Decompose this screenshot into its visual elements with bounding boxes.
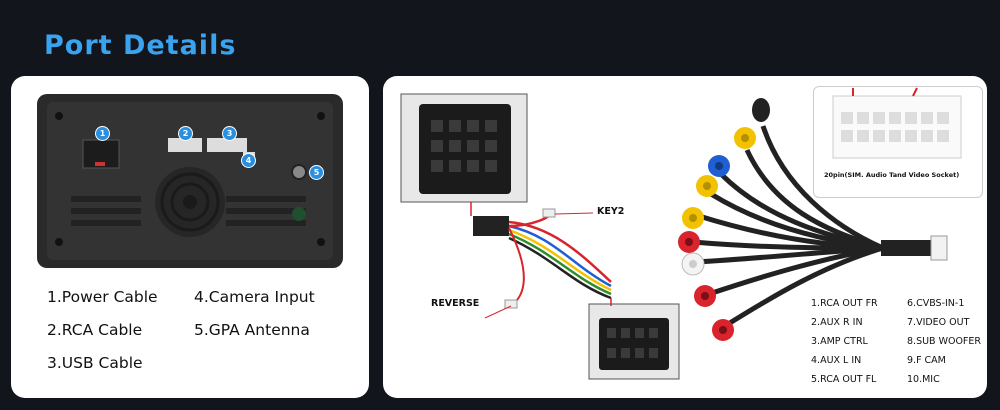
rca-legend-7: 7.VIDEO OUT bbox=[907, 317, 970, 328]
socket-photo-frame bbox=[813, 86, 983, 198]
rca-legend-4: 4.AUX L IN bbox=[811, 355, 862, 366]
legend-camera-input: 4.Camera Input bbox=[194, 288, 315, 306]
badge-5: 5 bbox=[309, 165, 324, 180]
label-reverse: REVERSE bbox=[431, 298, 480, 309]
legend-gpa-antenna: 5.GPA Antenna bbox=[194, 321, 310, 339]
socket-caption: 20pin(SIM. Audio Tand Video Socket) bbox=[824, 171, 960, 179]
rca-legend-1: 1.RCA OUT FR bbox=[811, 298, 878, 309]
badge-4: 4 bbox=[241, 153, 256, 168]
wiring-panel: 20pin(SIM. Audio Tand Video Socket) KEY2… bbox=[383, 76, 987, 398]
rca-legend-10: 10.MIC bbox=[907, 374, 940, 385]
page-title: Port Details bbox=[44, 30, 237, 61]
badge-3: 3 bbox=[222, 126, 237, 141]
legend-power-cable: 1.Power Cable bbox=[47, 288, 158, 306]
badge-2: 2 bbox=[178, 126, 193, 141]
rca-legend-8: 8.SUB WOOFER bbox=[907, 336, 982, 347]
wiring-harness-illustration bbox=[400, 87, 962, 380]
rca-legend-2: 2.AUX R IN bbox=[811, 317, 863, 328]
rca-legend-3: 3.AMP CTRL bbox=[811, 336, 868, 347]
label-key2: KEY2 bbox=[597, 206, 625, 217]
badge-1: 1 bbox=[95, 126, 110, 141]
head-unit-panel: 1 2 3 4 5 1.Power Cable 2.RCA Cable 3.US… bbox=[11, 76, 369, 398]
head-unit-back-illustration bbox=[37, 94, 343, 268]
rca-legend-5: 5.RCA OUT FL bbox=[811, 374, 877, 385]
rca-legend-6: 6.CVBS-IN-1 bbox=[907, 298, 965, 309]
legend-rca-cable: 2.RCA Cable bbox=[47, 321, 143, 339]
legend-usb-cable: 3.USB Cable bbox=[47, 354, 143, 372]
rca-legend-9: 9.F CAM bbox=[907, 355, 946, 366]
